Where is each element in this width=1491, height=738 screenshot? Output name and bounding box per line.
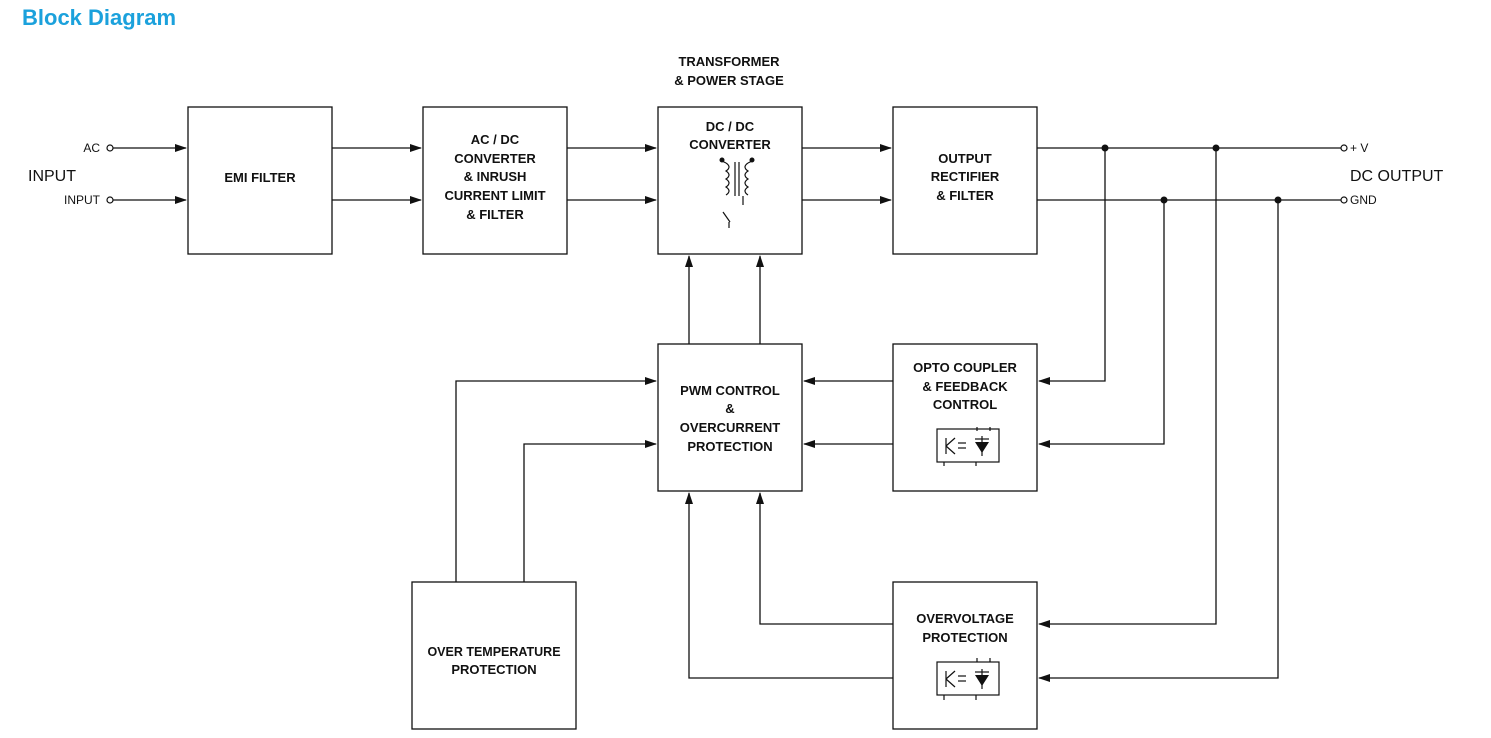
optocoupler-icon <box>936 658 1000 700</box>
block-label: PWM CONTROL <box>680 383 780 398</box>
pin-label-ac: AC <box>83 141 100 155</box>
input-terminal-icon <box>106 196 114 204</box>
block-label: & INRUSH <box>464 169 527 184</box>
block-label: & FILTER <box>466 207 524 222</box>
pin-label-vplus: + V <box>1350 141 1368 155</box>
block-label: PROTECTION <box>687 439 772 454</box>
transformer-icon <box>719 159 755 228</box>
vplus-terminal-icon <box>1340 144 1348 152</box>
block-label: EMI FILTER <box>224 170 296 185</box>
block-label: OVERCURRENT <box>680 420 780 435</box>
stage-caption-line: & POWER STAGE <box>674 73 784 88</box>
input-side-label: INPUT <box>28 168 76 185</box>
terminals <box>106 144 1348 204</box>
ac-terminal-icon <box>106 144 114 152</box>
optocoupler-icon <box>936 427 1000 466</box>
emi-filter-box <box>187 106 333 255</box>
junction-dots <box>1101 144 1282 204</box>
block-label: CONTROL <box>933 397 997 412</box>
block-label: AC / DC <box>471 132 520 147</box>
block-label: OUTPUT <box>938 151 992 166</box>
connections <box>113 144 1341 682</box>
pwm-control-box <box>657 343 803 492</box>
gnd-terminal-icon <box>1340 196 1348 204</box>
block-label: CONVERTER <box>454 151 536 166</box>
output-side-label: DC OUTPUT <box>1350 168 1444 185</box>
block-label: RECTIFIER <box>931 169 1000 184</box>
block-label: OVERVOLTAGE <box>916 611 1014 626</box>
block-label: & FEEDBACK <box>922 379 1008 394</box>
pin-label-gnd: GND <box>1350 193 1377 207</box>
overvoltage-box <box>892 581 1038 730</box>
block-label: & <box>725 401 734 416</box>
block-label: & FILTER <box>936 188 994 203</box>
over-temperature-box <box>411 581 577 730</box>
output-rectifier-box <box>892 106 1038 255</box>
block-label: OPTO COUPLER <box>913 360 1017 375</box>
block-label: CONVERTER <box>689 137 771 152</box>
stage-caption-line: TRANSFORMER <box>678 54 780 69</box>
block-label: CURRENT LIMIT <box>444 188 545 203</box>
acdc-converter-box <box>422 106 568 255</box>
block-label: PROTECTION <box>922 630 1007 645</box>
block-label: OVER TEMPERATURE <box>427 645 560 659</box>
block-label: PROTECTION <box>451 662 536 677</box>
dcdc-converter-box <box>657 106 803 255</box>
opto-coupler-box <box>892 343 1038 492</box>
block-label: DC / DC <box>706 119 755 134</box>
pin-label-input: INPUT <box>64 193 101 207</box>
page-title: Block Diagram <box>22 5 177 30</box>
